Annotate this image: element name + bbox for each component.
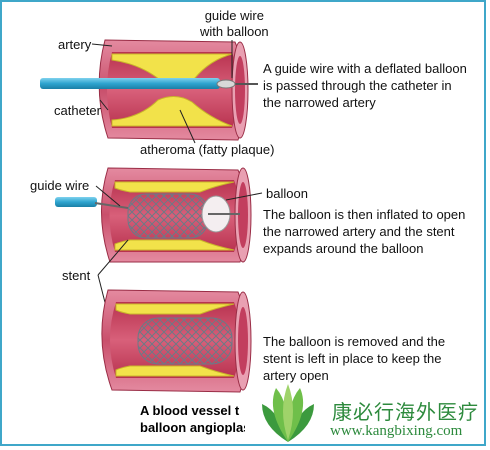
watermark-url: www.kangbixing.com: [330, 423, 463, 439]
lotus-logo-icon: [262, 384, 314, 442]
label-atheroma: atheroma (fatty plaque): [140, 142, 275, 157]
artery-panel-3: [101, 289, 252, 393]
label-stent: stent: [62, 268, 91, 283]
label-guide-wire-with-balloon: guide wire with balloon: [200, 8, 269, 39]
description-step-2: The balloon is then inflated to open the…: [263, 207, 466, 256]
label-catheter: catheter: [54, 103, 101, 118]
label-guide-wire: guide wire: [30, 178, 90, 193]
label-artery: artery: [58, 37, 92, 52]
catheter-tube-2: [55, 197, 97, 207]
label-balloon: balloon: [266, 186, 308, 201]
description-step-1: A guide wire with a deflated balloon is …: [263, 61, 467, 110]
plaque-bottom-1: [111, 96, 233, 127]
stent-in-place: [137, 317, 233, 365]
plaque-top-2: [114, 181, 235, 193]
watermark-chinese-text: 康必行海外医疗: [332, 400, 479, 424]
plaque-top-3: [115, 303, 235, 315]
plaque-bottom-3: [115, 365, 235, 377]
catheter-tube: [40, 78, 220, 89]
plaque-bottom-2: [114, 239, 235, 251]
figure-caption: A blood vessel t balloon angioplas: [140, 403, 245, 435]
deflated-balloon: [216, 79, 236, 89]
leader-lines-1: [91, 40, 233, 144]
description-step-3: The balloon is removed and the stent is …: [263, 334, 446, 383]
artery-panel-2: [55, 167, 252, 263]
artery-panel-1: [40, 39, 258, 141]
expanded-stent-2: [127, 193, 209, 239]
